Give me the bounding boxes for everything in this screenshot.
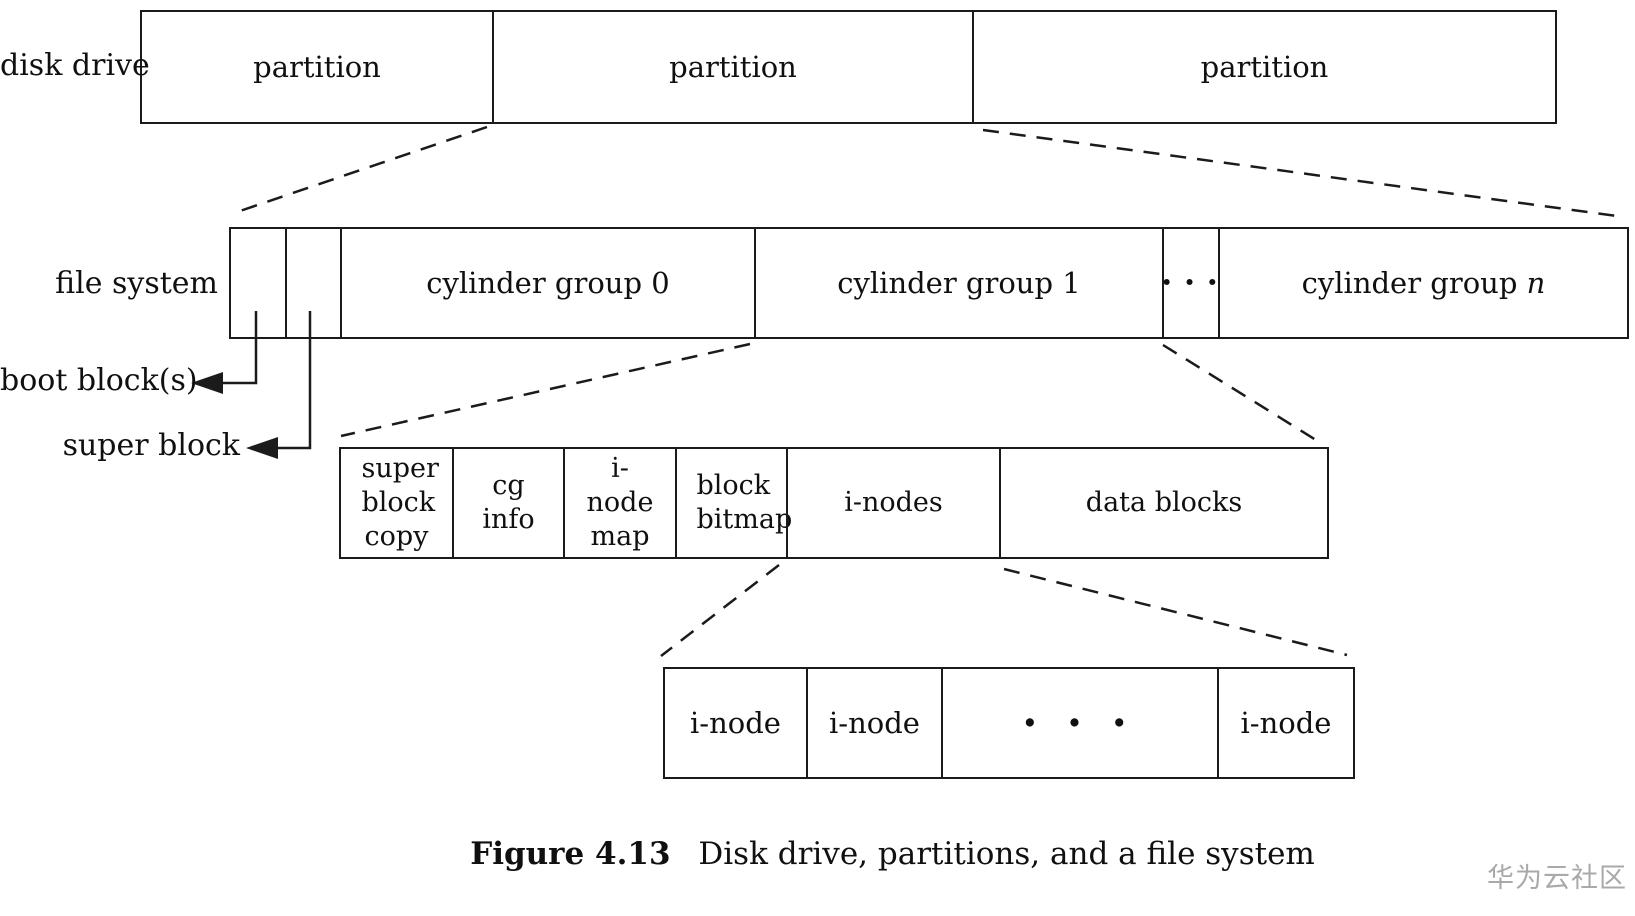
ellipsis-dots: • • • [1022, 709, 1138, 737]
cg-info-text: cg info [482, 470, 535, 535]
boot-blocks-label: boot block(s) [0, 363, 198, 398]
watermark-text: 华为云社区 [1487, 863, 1627, 894]
inode-ellipsis-cell: • • • [941, 669, 1217, 777]
block-bitmap-cell: block bitmap [675, 449, 793, 557]
inode-map-text: i-node map [586, 453, 654, 552]
cylinder-group-1-cell: cylinder group 1 [754, 229, 1162, 337]
dashed-connector-cylgroup-left [340, 342, 751, 438]
dashed-connector-partition-right [982, 128, 1618, 218]
cylinder-group-n-variable: n [1526, 266, 1546, 300]
super-block-copy-text: super block copy [361, 453, 439, 552]
dashed-connector-inodes-left [660, 564, 780, 657]
cylinder-group-n-text: cylinder group [1301, 266, 1527, 300]
disk-drive-label: disk drive [0, 48, 150, 83]
cylinder-group-detail-row: super block copy cg info i-node map bloc… [339, 447, 1329, 559]
figure-number: Figure 4.13 [470, 836, 671, 872]
figure-title: Disk drive, partitions, and a file syste… [698, 836, 1315, 872]
cg-info-cell: cg info [452, 449, 563, 557]
super-block-arrow-line [277, 311, 312, 450]
boot-block-arrowhead-icon [191, 372, 223, 394]
data-blocks-cell: data blocks [999, 449, 1327, 557]
super-block-cell [285, 229, 340, 337]
boot-block-cell [231, 229, 285, 337]
ellipsis-dots: • • • [1161, 273, 1221, 293]
partition-cell-1: partition [253, 50, 381, 84]
inode-cell-1: i-node [690, 706, 781, 740]
file-system-row: cylinder group 0 cylinder group 1 • • • … [229, 227, 1629, 339]
cylinder-group-ellipsis-cell: • • • [1161, 229, 1221, 337]
dashed-connector-partition-left [236, 125, 488, 214]
super-block-copy-cell: super block copy [341, 449, 452, 557]
inode-cell-2: i-node [806, 669, 941, 777]
disk-drive-row: partition partition partition [140, 10, 1557, 124]
cylinder-group-n-cell: cylinder group n [1218, 229, 1627, 337]
inodes-cell: i-nodes [786, 449, 999, 557]
cylinder-group-0-cell: cylinder group 0 [340, 229, 754, 337]
super-block-arrowhead-icon [246, 437, 278, 459]
super-block-label: super block [62, 428, 240, 463]
dashed-connector-cylgroup-right [1162, 343, 1317, 442]
block-bitmap-text: block bitmap [696, 470, 793, 535]
boot-block-arrow-line [222, 311, 258, 385]
inode-map-cell: i-node map [563, 449, 675, 557]
partition-cell-3: partition [972, 12, 1555, 122]
dashed-connector-inodes-right [1003, 567, 1348, 657]
inode-cell-3: i-node [1217, 669, 1353, 777]
partition-cell-2: partition [492, 12, 972, 122]
inode-list-row: i-node i-node • • • i-node [663, 667, 1355, 779]
file-system-label: file system [55, 266, 218, 301]
figure-caption: Figure 4.13 Disk drive, partitions, and … [75, 836, 1635, 872]
